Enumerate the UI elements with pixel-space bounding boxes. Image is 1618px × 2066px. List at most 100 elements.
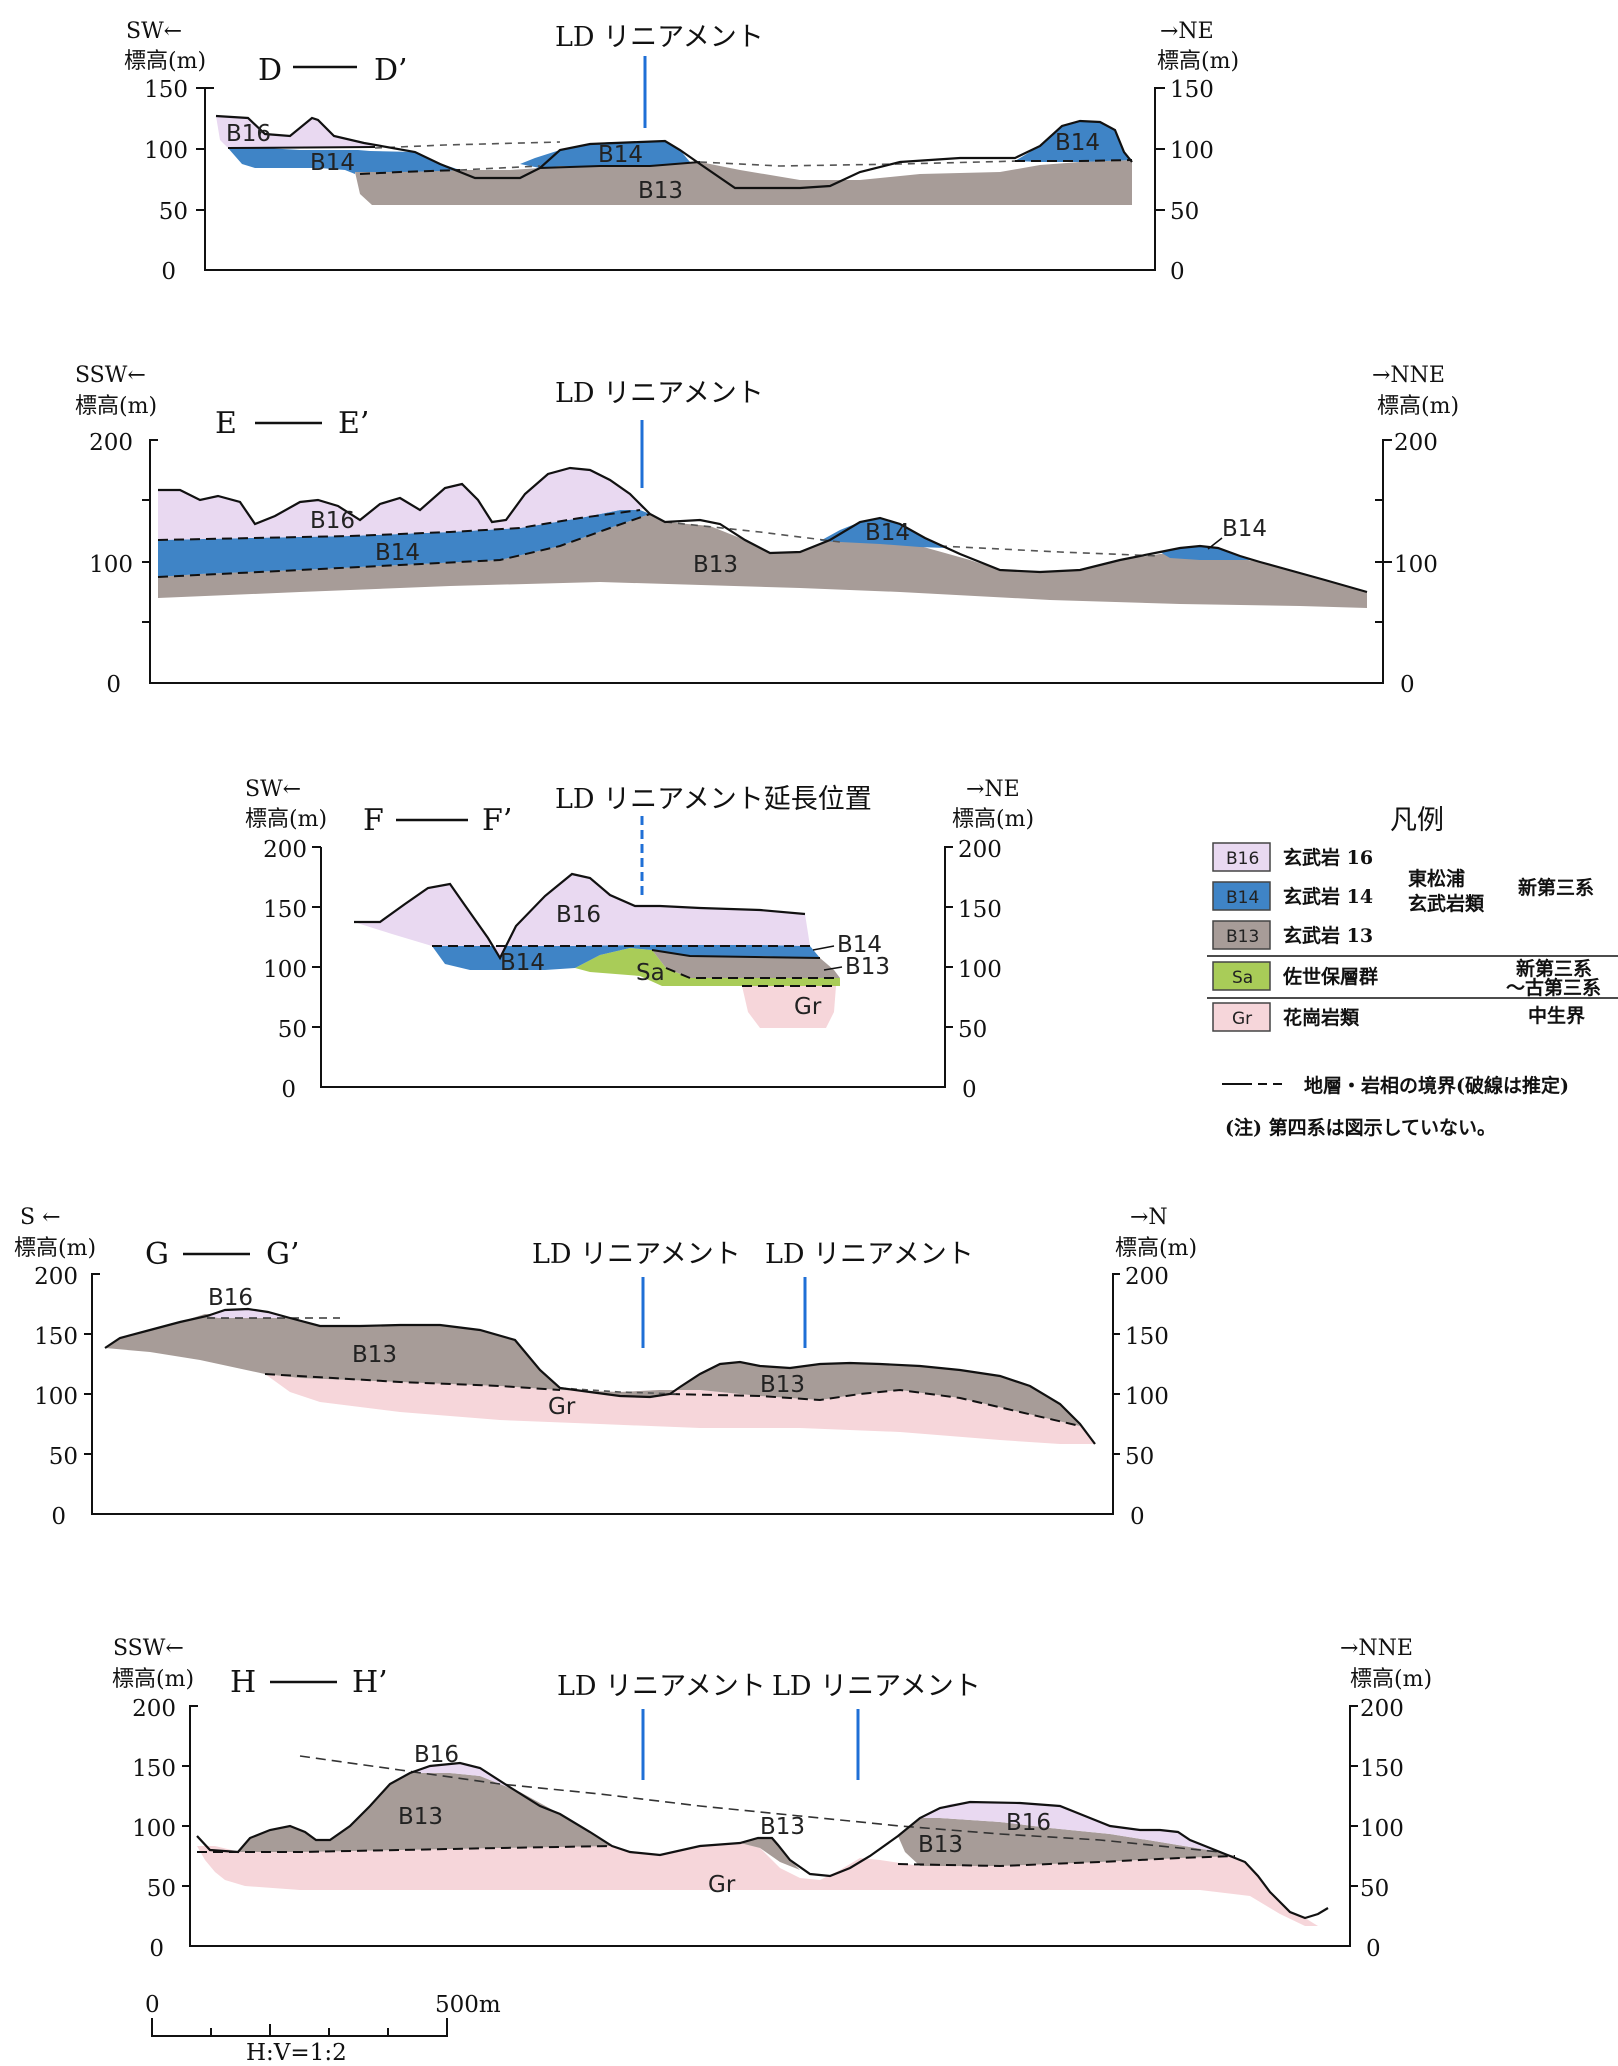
section-e-right-direction: →NNE — [1372, 363, 1445, 388]
section-e-unit-b16 — [158, 468, 645, 540]
section-d-boundary-upper-projection — [374, 141, 561, 149]
legend-age-neogene: 新第三系 — [1518, 876, 1594, 899]
section-e-boundary-b14-b13 — [157, 513, 651, 578]
section-h-label-gr: Gr — [708, 1872, 736, 1898]
section-f-title-end: F’ — [482, 803, 512, 838]
legend-name-sa: 佐世保層群 — [1282, 965, 1378, 988]
section-d-boundary-b16-b14-west — [227, 146, 376, 149]
section-h-unit-gr — [197, 1843, 1318, 1926]
section-g-left-tick-label-100: 100 — [34, 1384, 78, 1410]
section-d-title-end: D’ — [374, 53, 408, 88]
section-e-right-tick-label-0: 0 — [1400, 672, 1415, 698]
section-h-unit-b13-east — [898, 1818, 1235, 1866]
section-f-boundary-b13-sa — [665, 967, 840, 979]
section-h-right-tick-label-100: 100 — [1360, 1816, 1404, 1842]
legend-swatch-b13-code: B13 — [1226, 927, 1259, 947]
section-g-left-tick-label-200: 200 — [34, 1264, 78, 1290]
section-f-label-b14-callout-leader — [812, 945, 835, 951]
section-g-lineament-label-2: LD リニアメント — [765, 1239, 974, 1270]
section-h-lineament-label-2: LD リニアメント — [772, 1671, 981, 1702]
section-g-label-b13-east: B13 — [760, 1372, 805, 1398]
section-f-left-direction: SW← — [245, 777, 301, 802]
section-f-label-sa: Sa — [636, 960, 665, 986]
section-f-right-tick-label-150: 150 — [958, 897, 1002, 923]
section-f-right-direction: →NE — [966, 777, 1020, 802]
section-f-right-tick-label-0: 0 — [962, 1077, 977, 1103]
section-e-unit-b14-west — [158, 510, 650, 577]
section-e-left-tick-label-100: 100 — [89, 552, 133, 578]
section-g-right-tick-label-50: 50 — [1125, 1444, 1154, 1470]
section-e-label-b16: B16 — [310, 508, 355, 534]
section-g-title-start: G — [145, 1237, 169, 1272]
section-d-boundary-b14-b13-central — [539, 161, 701, 169]
legend-swatch-gr-code: Gr — [1232, 1009, 1252, 1029]
section-g-left-tick-label-0: 0 — [51, 1504, 66, 1530]
section-h-left-tick-label-150: 150 — [132, 1756, 176, 1782]
section-e-right-tick-label-100: 100 — [1394, 552, 1438, 578]
scale-bar: 0 500m H:V=1:2 — [145, 1992, 501, 2066]
section-f-unit-b14 — [432, 945, 820, 970]
section-f-label-b14-callout: B14 — [837, 932, 882, 958]
section-d-label-b16: B16 — [226, 121, 271, 147]
section-h-boundary-b13-gr — [197, 1845, 1236, 1868]
section-e-title-end: E’ — [338, 406, 369, 441]
section-e: SSW← 標高(m) →NNE 標高(m) E E’ LD リニアメント 200… — [75, 363, 1459, 698]
section-f-left-tick-label-200: 200 — [263, 837, 307, 863]
section-f-ground-surface — [354, 872, 806, 961]
section-d-left-elevation-label: 標高(m) — [124, 49, 206, 74]
section-f-label-b14: B14 — [500, 950, 545, 976]
section-d-boundary-b14-b13-west — [359, 169, 461, 175]
section-e-boundary-projection — [664, 521, 1161, 557]
section-g-axes — [91, 1273, 1120, 1515]
legend-swatch-b14-code: B14 — [1226, 888, 1259, 908]
section-e-right-elevation-label: 標高(m) — [1377, 394, 1459, 419]
section-h-right-tick-label-50: 50 — [1360, 1876, 1389, 1902]
section-f-label-b16: B16 — [556, 902, 601, 928]
section-d-left-direction: SW← — [126, 19, 182, 44]
legend-swatch-b13 — [1212, 920, 1271, 950]
section-f-right-elevation-label: 標高(m) — [952, 807, 1034, 832]
section-h-axes — [189, 1705, 1358, 1947]
legend-swatch-sa-code: Sa — [1232, 968, 1253, 988]
section-h-unit-b13-central — [740, 1838, 800, 1870]
section-f-right-tick-label-200: 200 — [958, 837, 1002, 863]
legend-swatch-b14 — [1212, 881, 1271, 911]
section-h-label-b16-east: B16 — [1006, 1810, 1051, 1836]
section-h-label-b13-west: B13 — [398, 1804, 443, 1830]
section-g-label-b13-west: B13 — [352, 1342, 397, 1368]
legend-group-line-1: 東松浦 — [1408, 867, 1465, 890]
legend-boundary-text: 地層・岩相の境界(破線は推定) — [1304, 1074, 1569, 1097]
section-d-left-tick-label-50: 50 — [159, 199, 188, 225]
legend-swatch-b16-code: B16 — [1226, 849, 1259, 869]
section-d-unit-b14-west — [228, 148, 460, 174]
section-e-right-tick-label-200: 200 — [1394, 430, 1438, 456]
section-f-unit-sa — [575, 948, 840, 986]
section-g: S ← 標高(m) →N 標高(m) G G’ LD リニアメント LD リニア… — [14, 1205, 1197, 1530]
section-d: SW← 標高(m) →NE 標高(m) D D’ LD リニアメント 150 1… — [124, 19, 1239, 285]
section-d-right-direction: →NE — [1160, 19, 1214, 44]
section-h-label-b16-west: B16 — [414, 1742, 459, 1768]
section-h-left-tick-label-0: 0 — [149, 1936, 164, 1962]
legend-name-b13: 玄武岩 13 — [1283, 924, 1373, 947]
section-f-label-b13-callout-leader — [823, 966, 843, 971]
section-d-label-b13: B13 — [638, 178, 683, 204]
section-f-label-gr: Gr — [794, 994, 822, 1020]
section-e-label-b14-west: B14 — [375, 540, 420, 566]
scale-bar-line — [151, 2018, 448, 2037]
section-g-boundary-projection — [559, 1387, 681, 1395]
section-d-right-elevation-label: 標高(m) — [1157, 49, 1239, 74]
scale-bar-ratio: H:V=1:2 — [246, 2040, 347, 2066]
section-h-lineament-label-1: LD リニアメント — [557, 1671, 766, 1702]
section-f-right-tick-label-100: 100 — [958, 957, 1002, 983]
section-h-label-b13-central: B13 — [760, 1814, 805, 1840]
scale-bar-zero: 0 — [145, 1992, 160, 2018]
section-g-right-elevation-label: 標高(m) — [1115, 1236, 1197, 1261]
section-e-left-elevation-label: 標高(m) — [75, 394, 157, 419]
section-g-boundary-b13-gr — [264, 1373, 1081, 1427]
legend-title: 凡例 — [1390, 805, 1444, 836]
section-d-unit-b14-central — [520, 141, 700, 168]
section-f: SW← 標高(m) →NE 標高(m) F F’ LD リニアメント延長位置 2… — [245, 777, 1034, 1103]
section-d-lineament-label: LD リニアメント — [555, 22, 764, 53]
section-e-unit-b14-east — [1160, 546, 1255, 560]
